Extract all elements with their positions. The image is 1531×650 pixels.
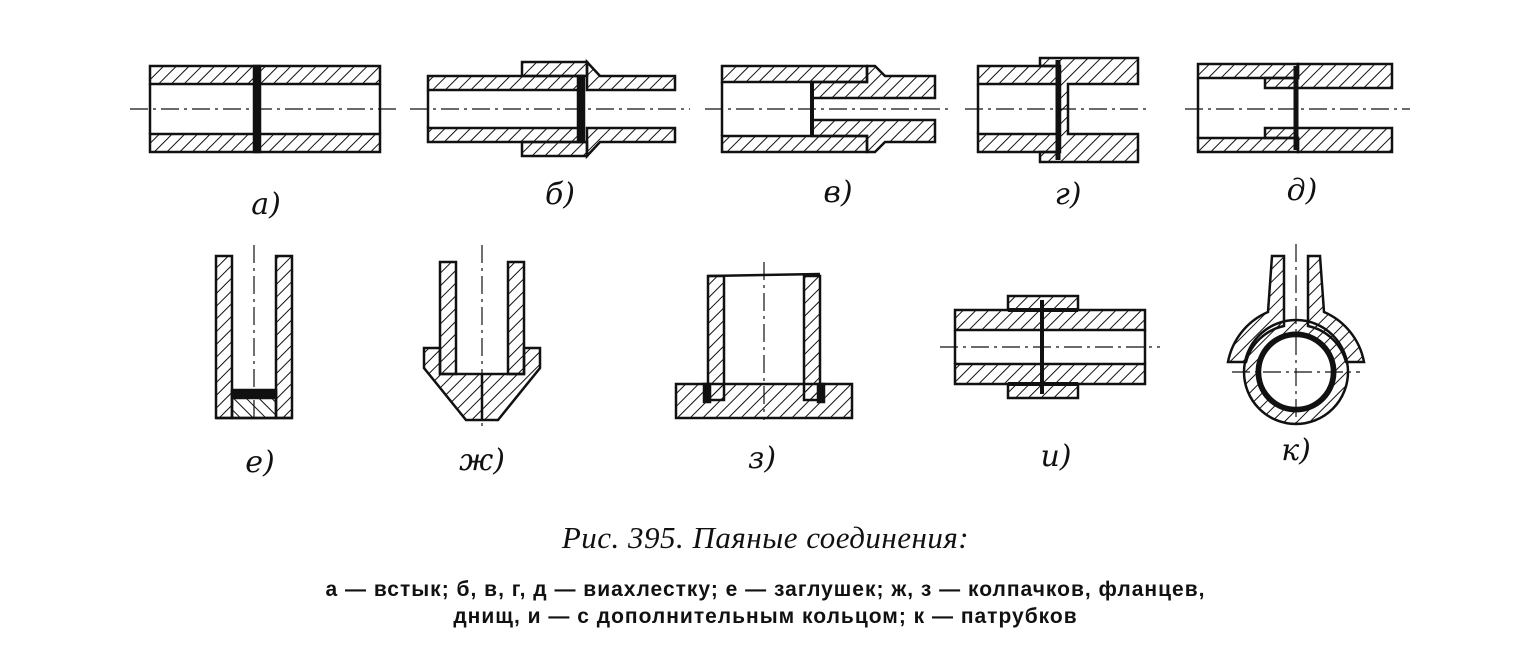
- label-zh: ж): [459, 443, 505, 478]
- label-a: а): [251, 187, 281, 222]
- legend-line-1: а — встык; б, в, г, д — виахлестку; е — …: [325, 578, 1206, 601]
- joint-v-lap: [705, 64, 950, 154]
- label-i: и): [1040, 439, 1071, 474]
- joint-z-flange: [674, 262, 854, 420]
- joint-b-lap: [410, 58, 690, 160]
- label-e: е): [245, 445, 274, 480]
- joint-e-plug: [214, 245, 294, 420]
- label-d: д): [1287, 173, 1318, 208]
- label-b: б): [545, 177, 575, 212]
- joint-d-lap: [1185, 62, 1410, 154]
- label-g: г): [1055, 177, 1082, 212]
- joint-k-branch: [1226, 244, 1366, 428]
- label-v: в): [823, 175, 852, 210]
- joint-zh-cap: [422, 245, 542, 430]
- legend-line-2: днищ, и — с дополнительным кольцом; к — …: [453, 605, 1078, 628]
- joint-g-lap: [965, 56, 1150, 164]
- joint-i-ring: [940, 294, 1160, 400]
- label-z: з): [748, 441, 776, 476]
- label-k: к): [1281, 433, 1311, 468]
- joint-a-butt: [130, 64, 400, 154]
- figure-caption: Рис. 395. Паяные соединения:: [561, 520, 970, 555]
